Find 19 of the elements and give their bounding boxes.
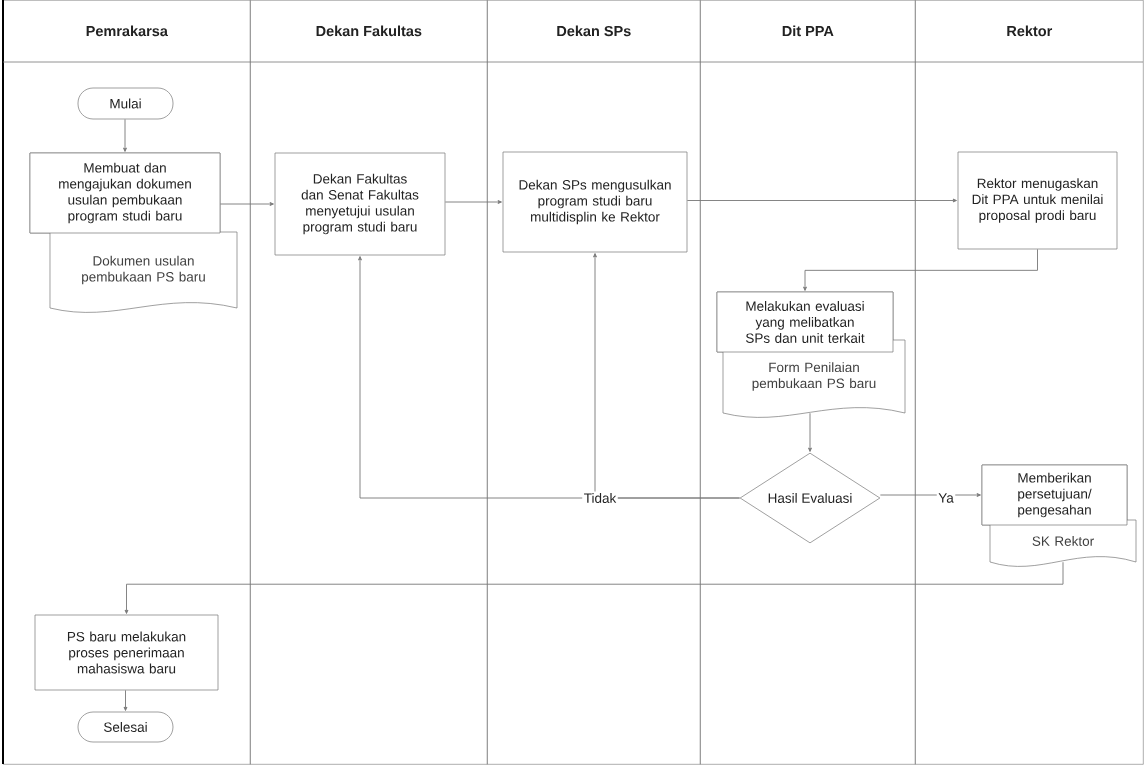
arrow <box>593 253 741 499</box>
process-box: PS baru melakukan proses penerimaan mahasiswa baru <box>34 614 219 691</box>
arrow <box>879 493 981 497</box>
arrow <box>808 412 812 452</box>
process-box: Rektor menugaskan Dit PPA untuk menilai proposal prodi baru <box>957 151 1118 250</box>
terminal: Selesai <box>77 711 174 743</box>
arrow <box>803 248 1038 291</box>
arrow <box>219 202 274 206</box>
arrow <box>686 198 957 203</box>
arrow <box>123 118 127 152</box>
arrow <box>123 689 128 711</box>
arrow <box>444 200 502 204</box>
terminal: Mulai <box>77 87 174 120</box>
edge-label: Ya <box>936 491 956 505</box>
node-label: SK Rektor <box>1032 536 1094 546</box>
edge-label: Tidak <box>582 491 618 505</box>
process-box: Dekan Fakultas dan Senat Fakultas menyetujui usulan program studi baru <box>274 152 446 256</box>
process-box: Dekan SPs mengusulkan program studi baru multidisplin ke Rektor <box>502 151 688 253</box>
arrow <box>124 561 1064 614</box>
